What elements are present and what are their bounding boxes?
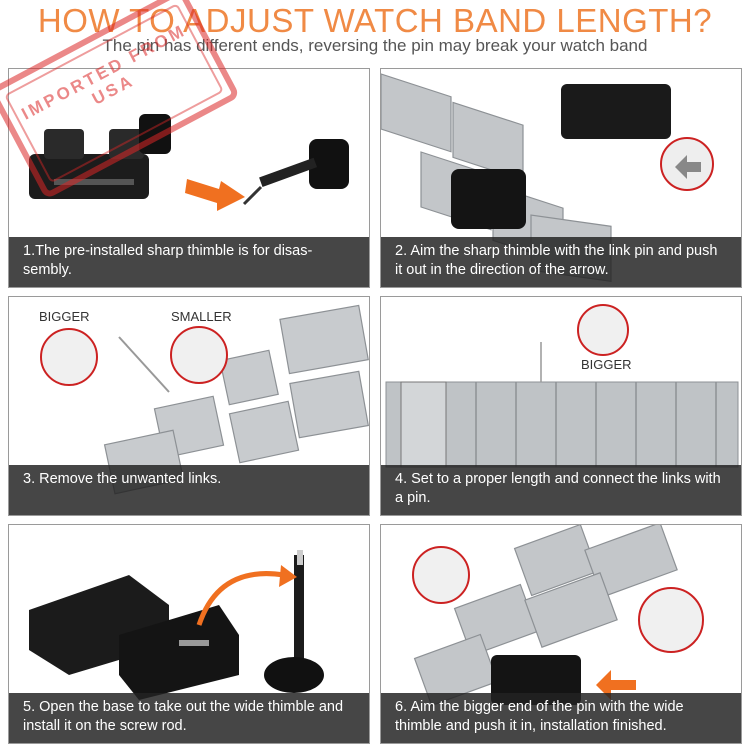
step-3-caption: 3. Remove the unwanted links. [9, 465, 369, 515]
step-6-panel: 6. Aim the bigger end of the pin with th… [380, 524, 742, 744]
step-6-caption: 6. Aim the bigger end of the pin with th… [381, 693, 741, 743]
bigger-label: BIGGER [39, 309, 90, 324]
smaller-label: SMALLER [171, 309, 232, 324]
step-2-caption: 2. Aim the sharp thimble with the link p… [381, 237, 741, 287]
step-3-panel: BIGGER SMALLER 3. Remove the unwanted li… [8, 296, 370, 516]
step-5-panel: 5. Open the base to take out the wide th… [8, 524, 370, 744]
step-4-caption: 4. Set to a proper length and connect th… [381, 465, 741, 515]
step-4-panel: BIGGER 4. Set to a proper length and con… [380, 296, 742, 516]
page-subtitle: The pin has different ends, reversing th… [102, 36, 648, 55]
step-1-caption: 1.The pre-installed sharp thimble is for… [9, 237, 369, 287]
bigger-label: BIGGER [581, 357, 632, 372]
step-1-panel: 1.The pre-installed sharp thimble is for… [8, 68, 370, 288]
step-2-illustration [381, 69, 741, 287]
page-title: HOW TO ADJUST WATCH BAND LENGTH? [37, 2, 713, 39]
step-2-panel: 2. Aim the sharp thimble with the link p… [380, 68, 742, 288]
step-5-caption: 5. Open the base to take out the wide th… [9, 693, 369, 743]
